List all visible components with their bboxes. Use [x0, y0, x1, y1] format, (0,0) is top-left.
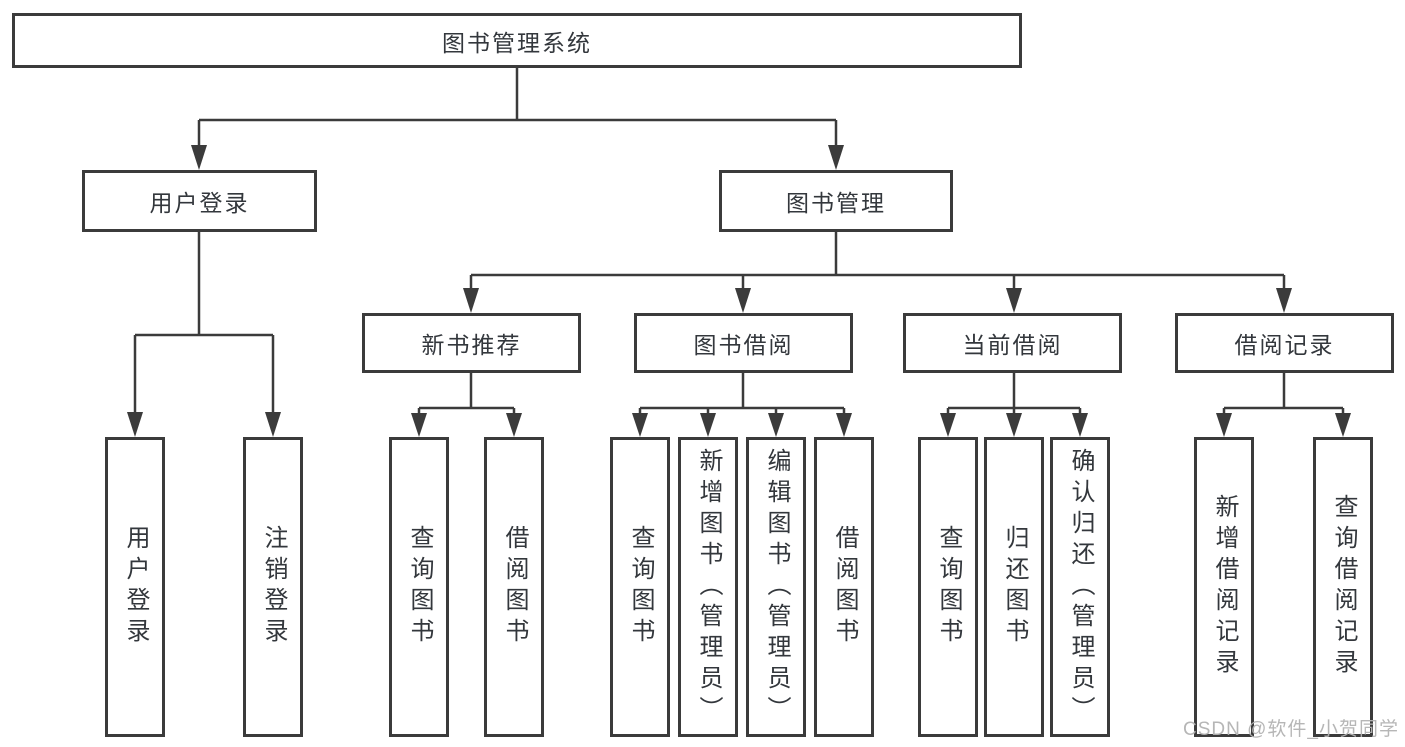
leaf-label: 新增借阅记录 [1211, 494, 1238, 680]
leaf-query-borrow-record: 查询借阅记录 [1313, 437, 1373, 737]
leaf-label: 确认归还（管理员） [1067, 447, 1094, 727]
leaf-user-login: 用户登录 [105, 437, 165, 737]
node-current-borrowing: 当前借阅 [903, 313, 1122, 373]
node-label: 图书管理系统 [442, 29, 592, 56]
leaf-label: 借阅图书 [501, 525, 528, 649]
leaf-edit-books-admin: 编辑图书（管理员） [746, 437, 806, 737]
node-book-management: 图书管理 [719, 170, 953, 232]
node-label: 图书管理 [786, 190, 886, 216]
leaf-logout: 注销登录 [243, 437, 303, 737]
node-label: 借阅记录 [1234, 332, 1335, 358]
node-new-book-recommendation: 新书推荐 [362, 313, 581, 373]
leaf-borrow-books-1: 借阅图书 [484, 437, 544, 737]
node-book-borrowing: 图书借阅 [634, 313, 853, 373]
leaf-return-books: 归还图书 [984, 437, 1044, 737]
leaf-add-borrow-record: 新增借阅记录 [1194, 437, 1254, 737]
node-user-login: 用户登录 [82, 170, 317, 232]
leaf-query-books-2: 查询图书 [610, 437, 670, 737]
leaf-label: 查询借阅记录 [1330, 494, 1357, 680]
arrowheads [127, 145, 1351, 437]
leaf-query-books-3: 查询图书 [918, 437, 978, 737]
csdn-watermark: CSDN @软件_小贺同学 [1183, 719, 1399, 740]
leaf-label: 查询图书 [627, 525, 654, 649]
node-borrowing-records: 借阅记录 [1175, 313, 1394, 373]
leaf-label: 注销登录 [260, 525, 287, 649]
leaf-label: 新增图书（管理员） [695, 447, 722, 727]
node-label: 新书推荐 [421, 332, 522, 358]
leaf-label: 查询图书 [406, 525, 433, 649]
node-label: 图书借阅 [693, 332, 794, 358]
node-label: 当前借阅 [962, 332, 1063, 358]
leaf-borrow-books-2: 借阅图书 [814, 437, 874, 737]
leaf-label: 借阅图书 [831, 525, 858, 649]
node-root-library-system: 图书管理系统 [12, 13, 1022, 68]
node-label: 用户登录 [149, 190, 250, 216]
leaf-query-books-1: 查询图书 [389, 437, 449, 737]
leaf-label: 编辑图书（管理员） [763, 447, 790, 727]
leaf-label: 查询图书 [935, 525, 962, 649]
leaf-confirm-return-admin: 确认归还（管理员） [1050, 437, 1110, 737]
leaf-label: 归还图书 [1001, 525, 1028, 649]
leaf-add-books-admin: 新增图书（管理员） [678, 437, 738, 737]
leaf-label: 用户登录 [122, 525, 149, 649]
